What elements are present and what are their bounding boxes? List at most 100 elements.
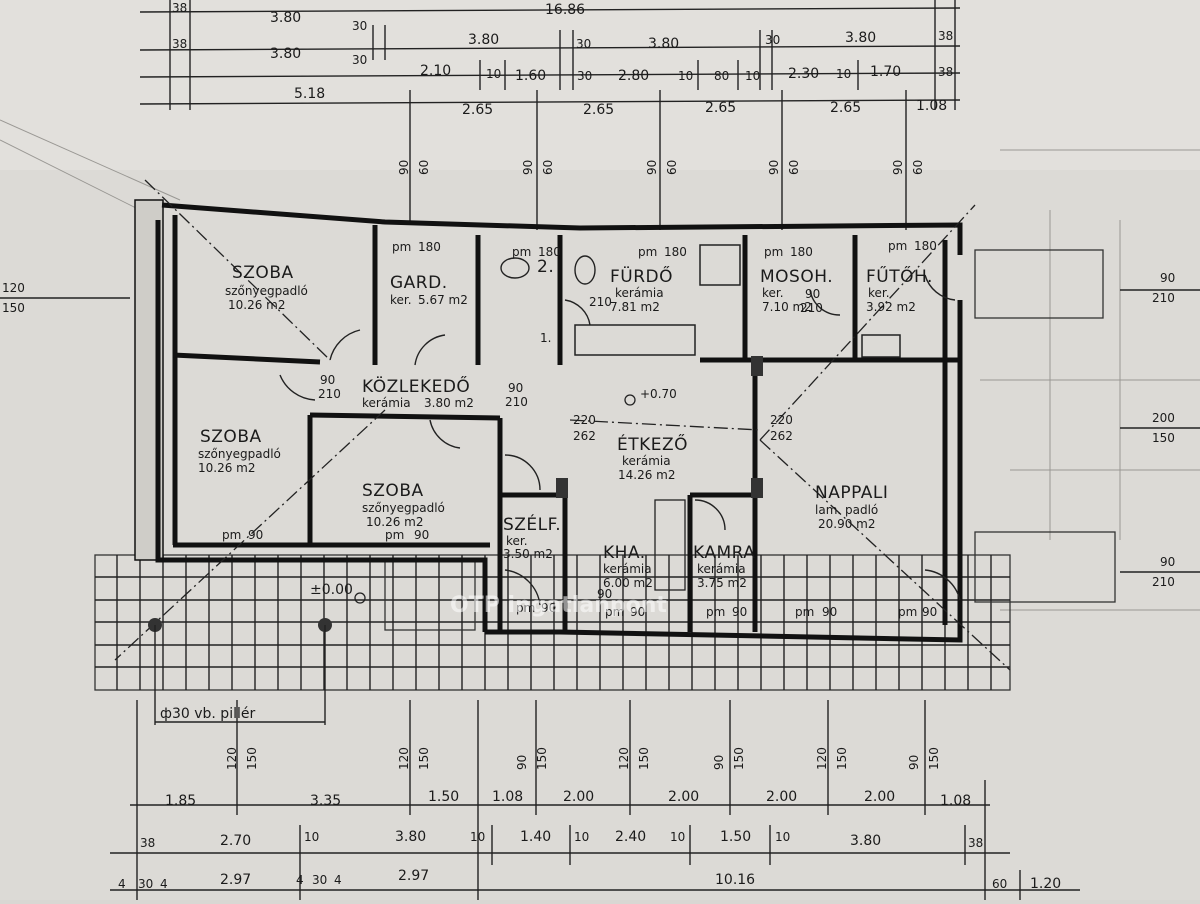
room-mosoh-name: MOSOH. [760,267,833,287]
right-label-2a: 200 [1152,411,1175,425]
dim-bot-r2-f: 1.40 [520,829,551,845]
dim-bot-r2-g: 10 [574,830,589,844]
annotations: pm 180 pm 180 pm 180 pm 180 pm 180 90 21… [148,239,937,725]
dim-bot-r2-b: 2.70 [220,833,251,849]
note-level-zero: ±0.00 [310,582,353,598]
dim-top-r2-a: 38 [172,37,187,51]
room-kamra-floor: kerámia [697,562,746,576]
room-kozl-floor: kerámia [362,396,411,410]
dim-bot-r3-h: 2.97 [398,868,429,884]
note-180-1: 180 [418,240,441,254]
dim-bot-r1-d: 1.08 [492,789,523,805]
dim-bot-r3-e: 4 [296,873,304,887]
room-wc-name: 2. [537,257,554,277]
note-180-5: 180 [914,239,937,253]
win-top-2a: 90 [521,160,535,175]
dim-bot-r2-d: 3.80 [395,829,426,845]
bathtub [574,324,696,356]
dim-bot-r1-g: 2.00 [766,789,797,805]
dim-top-r3-f: 10 [678,69,693,83]
note-kozl-90: 90 [320,373,335,387]
note-kozl-210: 210 [318,387,341,401]
pillar-1 [751,356,763,376]
room-kamra-area: 3.75 m2 [697,576,747,590]
dim-top-r3-i: 2.30 [788,66,819,82]
dim-top-r3-d: 30 [577,69,592,83]
room-furdo-name: FÜRDŐ [610,265,673,287]
note-kha-90b: 90 [630,605,645,619]
win-bot-2b: 150 [417,747,431,770]
room-mosoh-area: 7.10 m2 [762,300,812,314]
note-open-262b: 262 [770,429,793,443]
left-label-1b: 150 [2,301,25,315]
dim-bot-r1-b: 3.35 [310,793,341,809]
room-kha-name: KHA. [603,543,646,563]
note-nappali-pm2: pm [898,605,917,619]
dim-bot-r2-k: 10 [775,830,790,844]
win-top-3b: 60 [665,160,679,175]
note-szoba2-90: 90 [248,528,263,542]
level-marker-2 [354,592,366,604]
note-pm-3: pm [638,245,657,259]
dim-top-r1-b: 3.80 [270,10,301,26]
win-top-2b: 60 [541,160,555,175]
win-bot-7a: 90 [907,755,921,770]
dim-top-r3-l: 38 [938,65,953,79]
room-nappali-name: NAPPALI [815,483,888,503]
note-kha-90: 90 [597,587,612,601]
dim-bot-r3-b: 30 [138,877,153,891]
win-bot-5b: 150 [732,747,746,770]
win-bot-1b: 150 [245,747,259,770]
bottom-dimension-lines [110,700,1080,900]
dim-top-r4-f: 1.08 [916,98,947,114]
room-szoba1-name: SZOBA [232,263,294,283]
note-szoba3-90: 90 [414,528,429,542]
note-szoba2-pm: pm [222,528,241,542]
dim-bot-r3-f: 30 [312,873,327,887]
dim-bot-r1-h: 2.00 [864,789,895,805]
win-bot-3a: 90 [515,755,529,770]
dim-top-r2-e: 30 [576,37,591,51]
win-top-1a: 90 [397,160,411,175]
dim-top-r4-a: 5.18 [294,86,325,102]
note-door-210: 210 [505,395,528,409]
room-etkezo-floor: kerámia [622,454,671,468]
room-szelf-name: SZÉLF. [503,513,561,535]
note-pm-4: pm [764,245,783,259]
top-dimension-lines [139,0,961,230]
room-kozl-area: 3.80 m2 [424,396,474,410]
room-szelf-area: 3.50 m2 [503,547,553,561]
note-door-90: 90 [508,381,523,395]
note-pillar: ф30 vb. pillér [160,706,255,722]
note-kamra-90: 90 [732,605,747,619]
dim-bot-r1-a: 1.85 [165,793,196,809]
room-szoba3-area: 10.26 m2 [366,515,424,529]
dim-bot-r3-d: 2.97 [220,872,251,888]
right-label-1a: 90 [1160,271,1175,285]
dim-bot-r1-e: 2.00 [563,789,594,805]
bottom-window-labels: 120 150 120 150 90 150 120 150 90 150 12… [225,747,941,770]
note-pm-1: pm [392,240,411,254]
dim-top-r2-c: 30 [352,53,367,67]
dim-top-r3-a: 2.10 [420,63,451,79]
diagonal-guides [114,179,1011,671]
door-swings [279,274,961,606]
room-kha-area: 6.00 m2 [603,576,653,590]
dim-bot-r3-j: 60 [992,877,1007,891]
win-top-1b: 60 [417,160,431,175]
dim-top-r2-i: 38 [938,29,953,43]
note-180-3: 180 [664,245,687,259]
dim-bot-r2-l: 3.80 [850,833,881,849]
dim-top-r2-f: 3.80 [648,36,679,52]
dim-top-r3-c: 1.60 [515,68,546,84]
dim-top-r3-k: 1.70 [870,64,901,80]
note-180-2: 180 [538,245,561,259]
boiler [861,334,901,358]
room-nappali-floor: lam. padló [815,503,878,517]
right-label-3b: 210 [1152,575,1175,589]
note-kamra-pm: pm [706,605,725,619]
dim-bot-r2-m: 38 [968,836,983,850]
right-label-2b: 150 [1152,431,1175,445]
dim-bot-r3-k: 1.20 [1030,876,1061,892]
note-pm-5: pm [888,239,907,253]
